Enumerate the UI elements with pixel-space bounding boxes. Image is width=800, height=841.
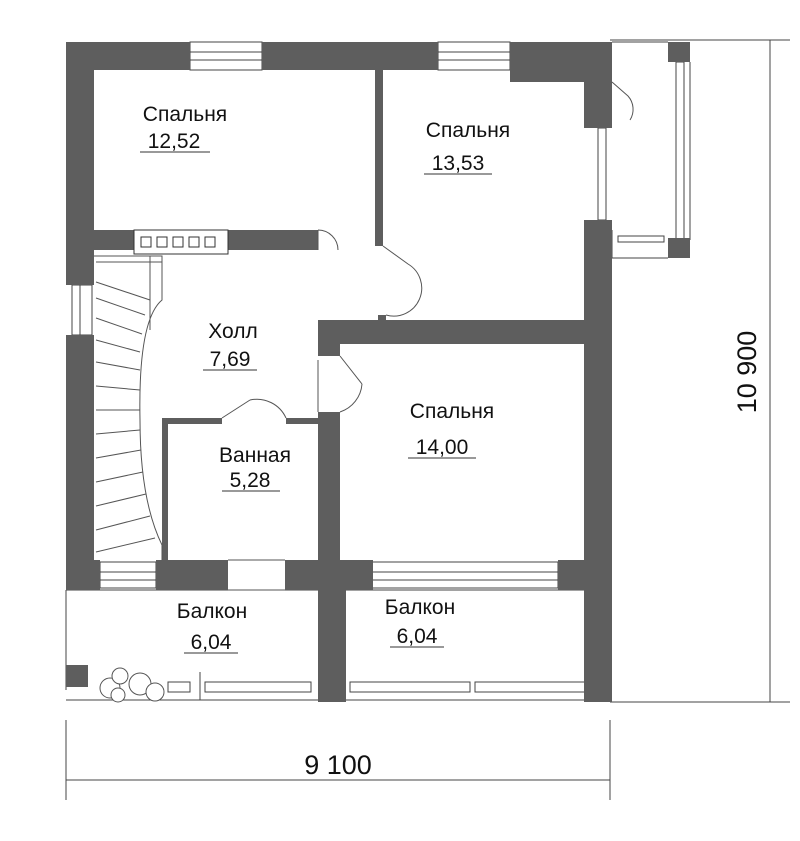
bedroom-3-area: 14,00: [416, 436, 469, 459]
balcony-1-area: 6,04: [191, 631, 232, 654]
width-dimension: 9 100: [304, 750, 372, 780]
bedroom-2-name: Спальня: [426, 119, 510, 142]
balcony-2-area: 6,04: [397, 625, 438, 648]
balcony-2-name: Балкон: [385, 596, 455, 619]
walls: [66, 42, 690, 702]
dimension-lines: [65, 39, 790, 800]
bedroom-3-name: Спальня: [410, 400, 494, 423]
hall-area: 7,69: [210, 348, 251, 371]
doors: [221, 81, 634, 591]
bathroom-area: 5,28: [230, 469, 271, 492]
bedroom-1-area: 12,52: [148, 130, 201, 153]
height-dimension: 10 900: [732, 331, 762, 414]
staircase: [94, 255, 163, 560]
bathroom-name: Ванная: [219, 444, 291, 467]
balcony-1-name: Балкон: [177, 600, 247, 623]
bedroom-1-name: Спальня: [143, 103, 227, 126]
plant-decoration: [99, 667, 165, 703]
hall-name: Холл: [208, 320, 258, 343]
bedroom-2-area: 13,53: [432, 152, 485, 175]
vent-block: [133, 229, 229, 255]
